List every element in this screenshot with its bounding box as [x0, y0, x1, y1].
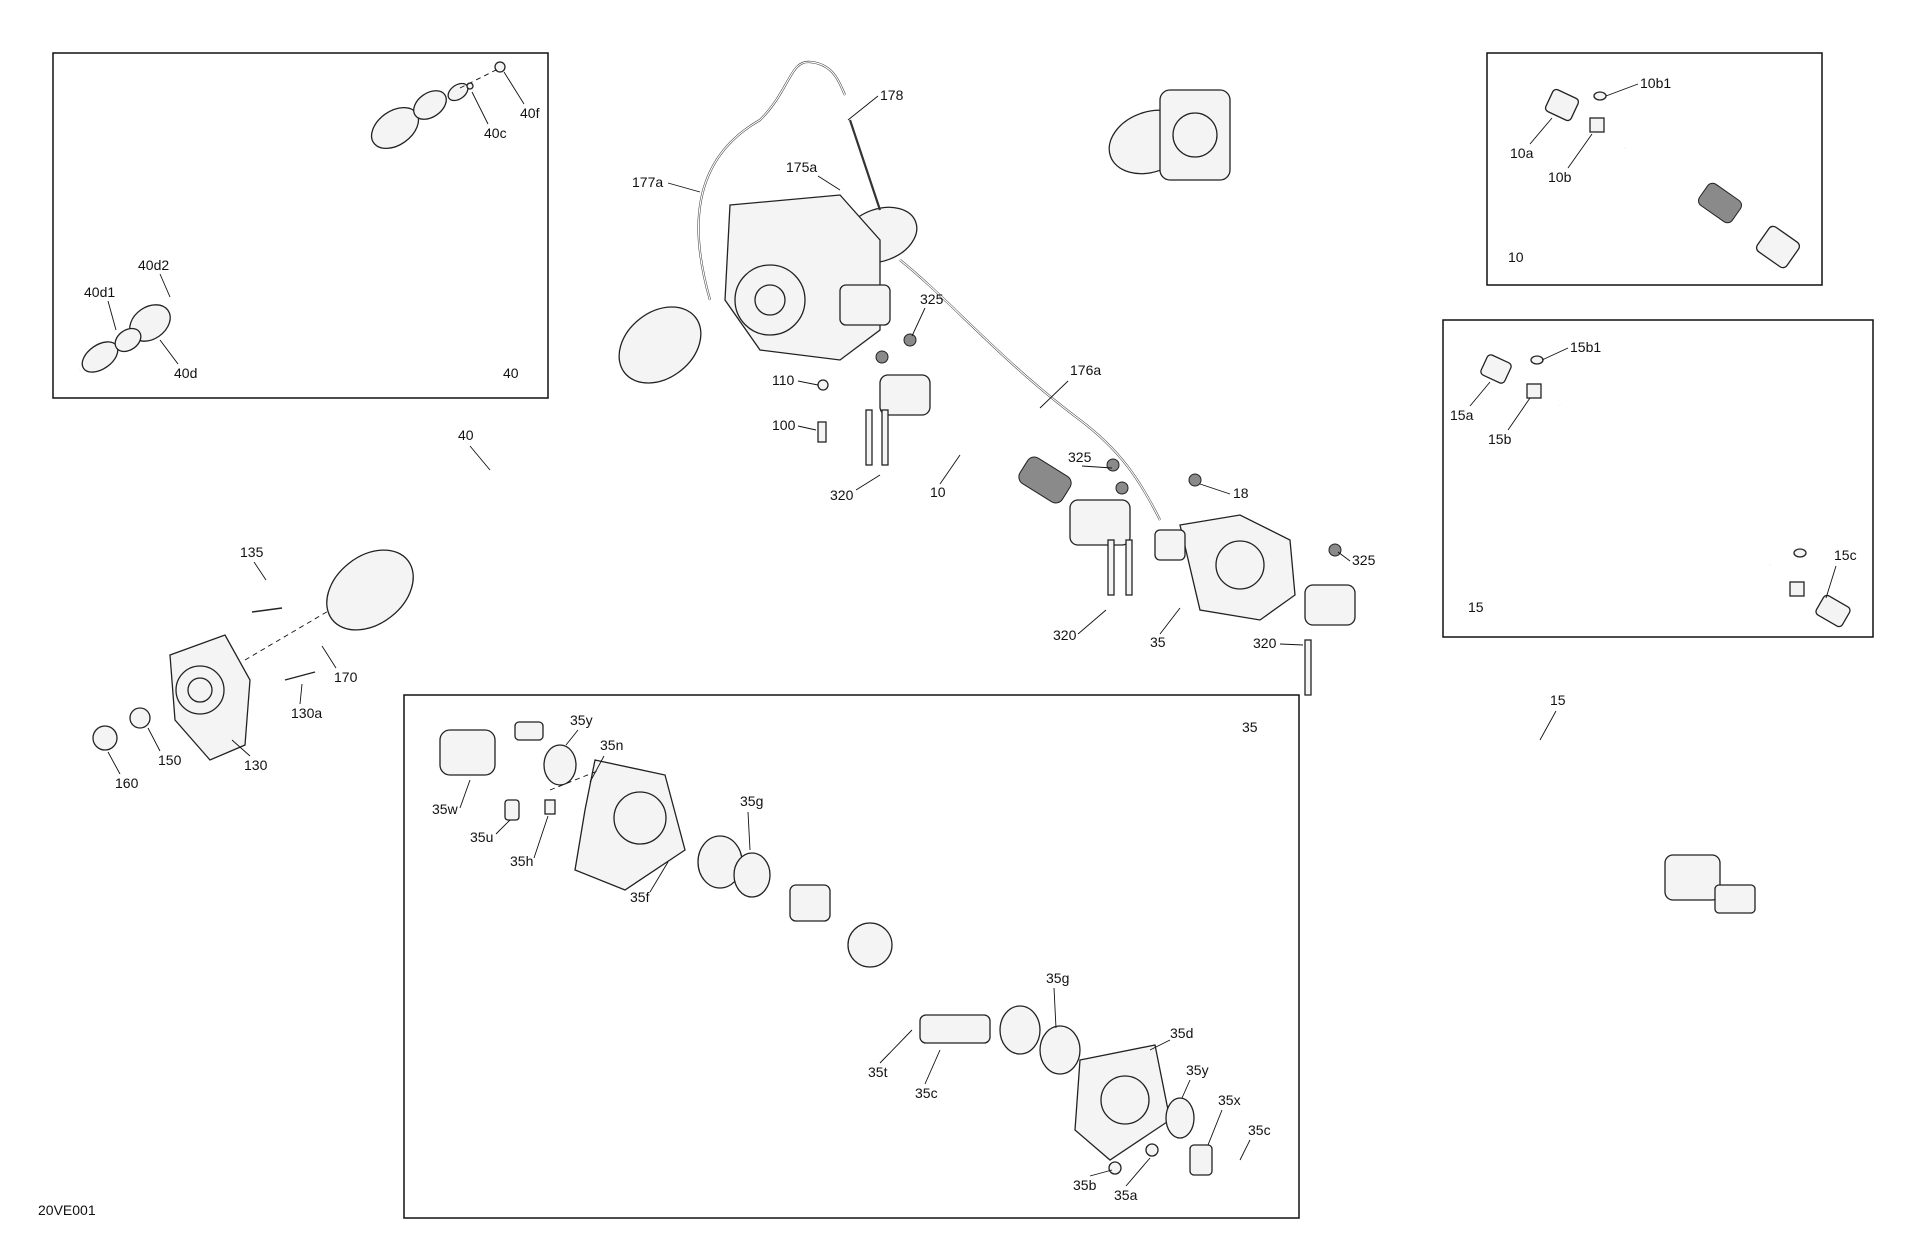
left-axle-40 — [326, 306, 702, 631]
label-15b1: 15b1 — [1570, 339, 1601, 355]
label-35t: 35t — [868, 1064, 888, 1080]
front-shaft-10 — [879, 374, 1134, 551]
label-100: 100 — [772, 417, 796, 433]
label-35c-1: 35c — [1248, 1122, 1271, 1138]
label-35y-1: 35y — [570, 712, 593, 728]
label-10b: 10b — [1548, 169, 1572, 185]
inset-box-10 — [1486, 52, 1823, 286]
label-40: 40 — [458, 427, 474, 443]
inset-40-title: 40 — [503, 365, 519, 381]
label-130a: 130a — [291, 705, 322, 721]
label-130: 130 — [244, 757, 268, 773]
label-135: 135 — [240, 544, 264, 560]
document-id: 20VE001 — [38, 1202, 96, 1218]
label-320-c: 320 — [1253, 635, 1277, 651]
label-325-a: 325 — [920, 291, 944, 307]
main-labels: 178 177a 175a 325 176a 110 100 320 10 32… — [38, 87, 1566, 1218]
label-160: 160 — [115, 775, 139, 791]
label-175a: 175a — [786, 159, 817, 175]
label-35c-2: 35c — [915, 1085, 938, 1101]
differential-35 — [1154, 514, 1296, 621]
inset-10-shaft — [1544, 88, 1801, 269]
gearbox — [724, 194, 891, 361]
label-35y-2: 35y — [1186, 1062, 1209, 1078]
inset-15-title: 15 — [1468, 599, 1484, 615]
label-40f: 40f — [520, 105, 540, 121]
brake-hoses — [697, 60, 1161, 521]
label-35x: 35x — [1218, 1092, 1241, 1108]
label-15a: 15a — [1450, 407, 1474, 423]
inset-box-15 — [1442, 319, 1874, 638]
inset-box-35 — [403, 694, 1300, 1219]
label-35u: 35u — [470, 829, 493, 845]
inset-35-parts — [439, 721, 1213, 1176]
label-15c: 15c — [1834, 547, 1857, 563]
label-150: 150 — [158, 752, 182, 768]
label-325-b: 325 — [1068, 449, 1092, 465]
label-35: 35 — [1150, 634, 1166, 650]
label-15: 15 — [1550, 692, 1566, 708]
label-35d: 35d — [1170, 1025, 1193, 1041]
label-325-c: 325 — [1352, 552, 1376, 568]
label-170: 170 — [334, 669, 358, 685]
label-10a: 10a — [1510, 145, 1534, 161]
inset-15-labels: 15b1 15a 15b 15c 15 — [1450, 339, 1857, 615]
inset-10-labels: 10b1 10a 10b 10 — [1508, 75, 1671, 265]
label-320-a: 320 — [830, 487, 854, 503]
right-axle — [842, 89, 1231, 264]
inset-40-labels: 40d1 40d2 40d 40c 40f 40 — [84, 71, 540, 381]
label-320-b: 320 — [1053, 627, 1077, 643]
label-35h: 35h — [510, 853, 533, 869]
rear-shaft-15 — [1304, 584, 1756, 914]
label-18: 18 — [1233, 485, 1249, 501]
label-35f: 35f — [630, 889, 650, 905]
label-35a: 35a — [1114, 1187, 1138, 1203]
inset-40-axle — [79, 61, 506, 373]
label-35n: 35n — [600, 737, 623, 753]
label-40c: 40c — [484, 125, 507, 141]
label-178: 178 — [880, 87, 904, 103]
label-40d: 40d — [174, 365, 197, 381]
label-15b: 15b — [1488, 431, 1512, 447]
inset-35-labels: 35 35y 35n 35w 35u 35h 35g 35f 35g 35d 3… — [432, 712, 1271, 1203]
hub-assembly — [92, 607, 331, 761]
label-177a: 177a — [632, 174, 663, 190]
label-10b1: 10b1 — [1640, 75, 1671, 91]
label-35g-1: 35g — [740, 793, 763, 809]
label-35w: 35w — [432, 801, 459, 817]
label-110: 110 — [772, 372, 795, 388]
label-176a: 176a — [1070, 362, 1101, 378]
inset-15-shaft — [1480, 354, 1851, 628]
label-40d1: 40d1 — [84, 284, 115, 300]
inset-10-title: 10 — [1508, 249, 1524, 265]
label-35g-2: 35g — [1046, 970, 1069, 986]
label-35b: 35b — [1073, 1177, 1097, 1193]
inset-35-title: 35 — [1242, 719, 1258, 735]
label-10: 10 — [930, 484, 946, 500]
hardware — [817, 333, 1342, 696]
inset-box-40 — [52, 52, 549, 399]
label-40d2: 40d2 — [138, 257, 169, 273]
